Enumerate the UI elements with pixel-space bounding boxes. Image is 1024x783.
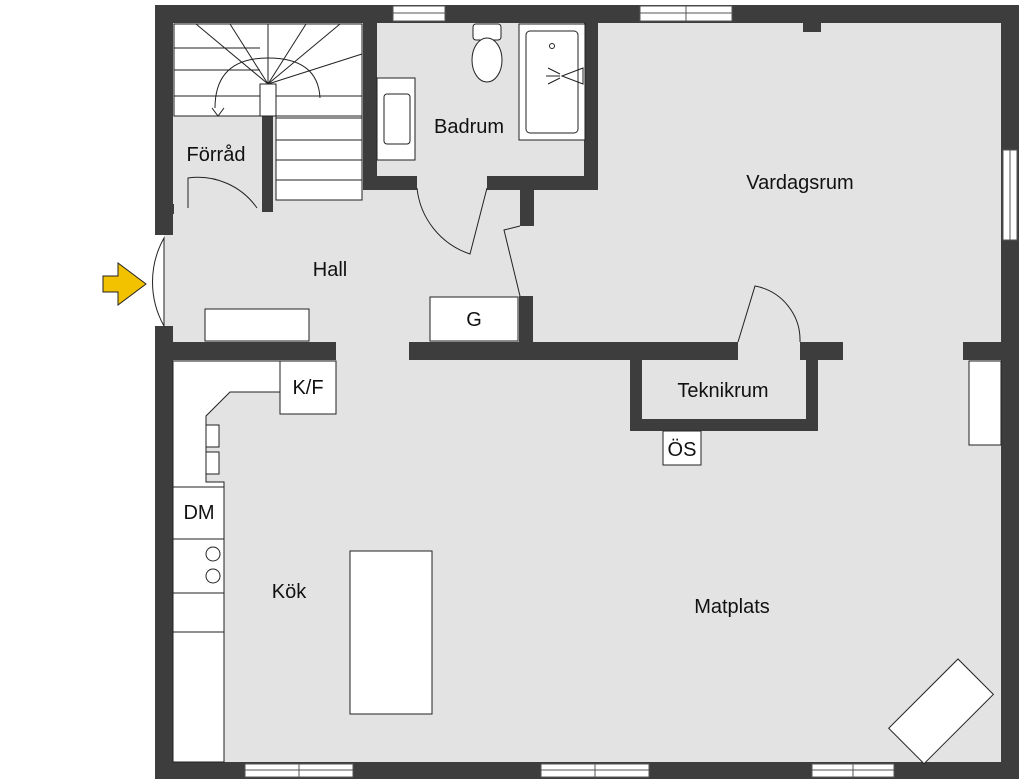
matplats-bench <box>887 658 995 765</box>
bathroom-fixtures <box>376 23 586 161</box>
room-label-forrad: Förråd <box>187 144 246 166</box>
room-label-badrum: Badrum <box>434 116 504 138</box>
kf-label: K/F <box>292 377 323 399</box>
room-label-teknikrum: Teknikrum <box>677 380 768 402</box>
g-label: G <box>466 309 482 331</box>
wall-radiator <box>968 360 1002 446</box>
room-label-kok: Kök <box>272 581 307 603</box>
os-label: ÖS <box>668 439 697 461</box>
kitchen-counters <box>172 360 337 763</box>
hall-bench <box>204 308 310 342</box>
windows <box>244 5 1018 778</box>
forrad-door <box>187 176 258 209</box>
teknikrum-door <box>737 285 801 343</box>
entrance-arrow-icon <box>102 262 147 306</box>
vardagsrum-door <box>503 225 521 297</box>
kitchen-island <box>349 550 433 715</box>
staircase <box>173 23 363 201</box>
badrum-door <box>416 187 488 255</box>
os-unit: ÖS <box>662 430 702 466</box>
room-label-vardagsrum: Vardagsrum <box>746 172 853 194</box>
g-box: G <box>429 296 519 342</box>
interior-walls <box>164 14 1013 431</box>
room-label-hall: Hall <box>313 259 347 281</box>
room-label-matplats: Matplats <box>694 596 770 618</box>
dm-label: DM <box>183 502 214 524</box>
entrance-door <box>152 236 165 328</box>
